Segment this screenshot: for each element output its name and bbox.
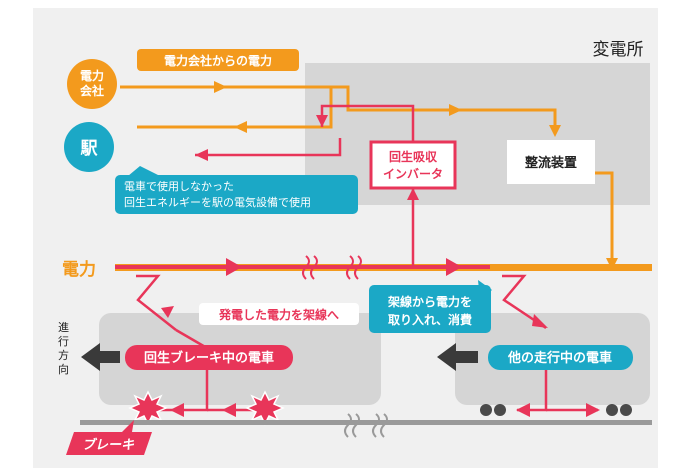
right-train-wheels bbox=[480, 404, 632, 416]
supply-arrow-4 bbox=[234, 121, 247, 133]
station-label: 駅 bbox=[80, 139, 99, 159]
supply-arrow-3 bbox=[549, 125, 561, 137]
supply-arrow-1 bbox=[214, 81, 227, 93]
left-panto-arrow bbox=[161, 306, 174, 318]
direction-char-2: 行 bbox=[58, 335, 69, 348]
overhead-line-red bbox=[115, 265, 490, 269]
brake-spark-left bbox=[128, 390, 168, 426]
overhead-break-marks bbox=[302, 255, 362, 280]
right-circuit-arrow-1 bbox=[516, 403, 530, 417]
supply-lines bbox=[120, 85, 614, 270]
left-direction-arrow bbox=[81, 343, 120, 371]
inverter-line1: 回生吸収 bbox=[389, 149, 438, 164]
supply-arrow-2 bbox=[449, 104, 462, 116]
supply-label-box bbox=[137, 49, 299, 71]
power-company-circle bbox=[67, 59, 117, 109]
regen-arrow-down bbox=[316, 115, 328, 127]
power-company-line2: 会社 bbox=[80, 83, 104, 98]
overhead-arrow-1 bbox=[226, 258, 242, 276]
right-direction-arrow bbox=[437, 343, 478, 371]
generated-note-box bbox=[199, 303, 359, 325]
brake-spark-right bbox=[245, 390, 285, 426]
station-note-pointer bbox=[128, 166, 160, 176]
regen-arrow-left bbox=[195, 149, 208, 161]
circuit-arrow-2 bbox=[222, 403, 236, 417]
left-train-label-box bbox=[125, 345, 293, 370]
inverter-line2: インバータ bbox=[383, 167, 443, 181]
rectifier-box bbox=[507, 140, 595, 184]
supply-label: 電力会社からの電力 bbox=[164, 53, 272, 68]
station-note-line2: 回生エネルギーを駅の電気設備で使用 bbox=[124, 195, 311, 209]
substation-title: 変電所 bbox=[593, 40, 644, 60]
overhead-line-label: 電力 bbox=[62, 259, 96, 280]
left-train-label: 回生ブレーキ中の電車 bbox=[144, 350, 274, 366]
direction-char-3: 方 bbox=[58, 348, 69, 362]
track-break-marks bbox=[344, 413, 388, 438]
consume-note-line2: 取り入れ、消費 bbox=[388, 312, 472, 327]
regen-arrow-up bbox=[407, 188, 419, 200]
direction-text-vertical: 進 行 方 向 bbox=[58, 321, 69, 376]
power-company-line1: 電力 bbox=[80, 68, 104, 83]
station-note-line1: 電車で使用しなかった bbox=[124, 179, 234, 193]
consume-note-box bbox=[369, 285, 491, 333]
right-train-label: 他の走行中の電車 bbox=[507, 350, 612, 366]
generated-note: 発電した電力を架線へ bbox=[218, 307, 339, 322]
right-panto-arrow bbox=[532, 314, 548, 328]
brake-label-box bbox=[66, 432, 152, 455]
right-pantograph bbox=[502, 274, 547, 330]
brake-label: ブレーキ bbox=[82, 437, 135, 453]
right-circuit-arrow-2 bbox=[586, 403, 600, 417]
inverter-box bbox=[369, 140, 457, 190]
brake-label-pointer bbox=[122, 420, 134, 432]
overhead-arrow-2 bbox=[446, 258, 462, 276]
direction-char-4: 向 bbox=[58, 362, 69, 376]
right-train-label-box bbox=[488, 345, 633, 370]
station-circle bbox=[64, 122, 114, 172]
left-pantograph bbox=[136, 274, 177, 331]
track bbox=[80, 420, 652, 425]
station-note-box bbox=[115, 175, 358, 214]
direction-char-1: 進 bbox=[58, 321, 69, 334]
consume-note-line1: 架線から電力を bbox=[387, 294, 472, 309]
circuit-arrow-1 bbox=[170, 403, 184, 417]
rectifier-label: 整流装置 bbox=[524, 155, 577, 171]
